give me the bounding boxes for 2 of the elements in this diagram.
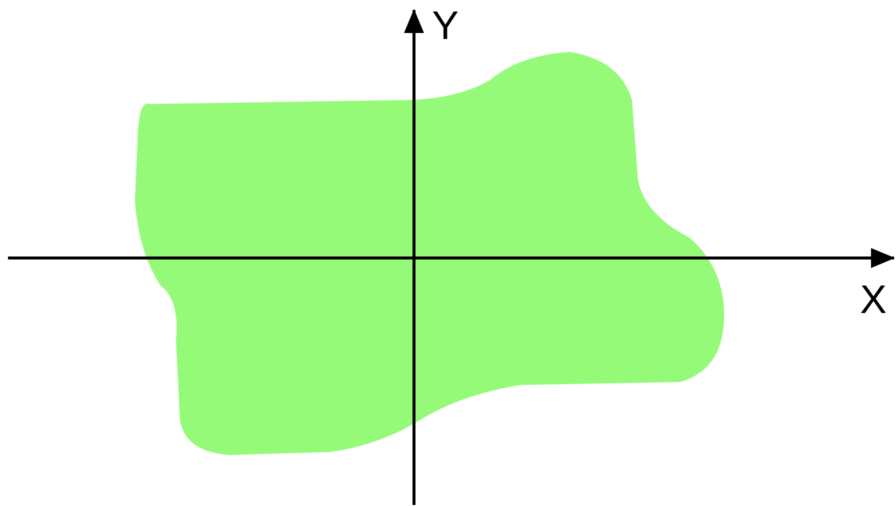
axis-label: X <box>860 280 887 320</box>
axis-label: Y <box>432 6 459 46</box>
